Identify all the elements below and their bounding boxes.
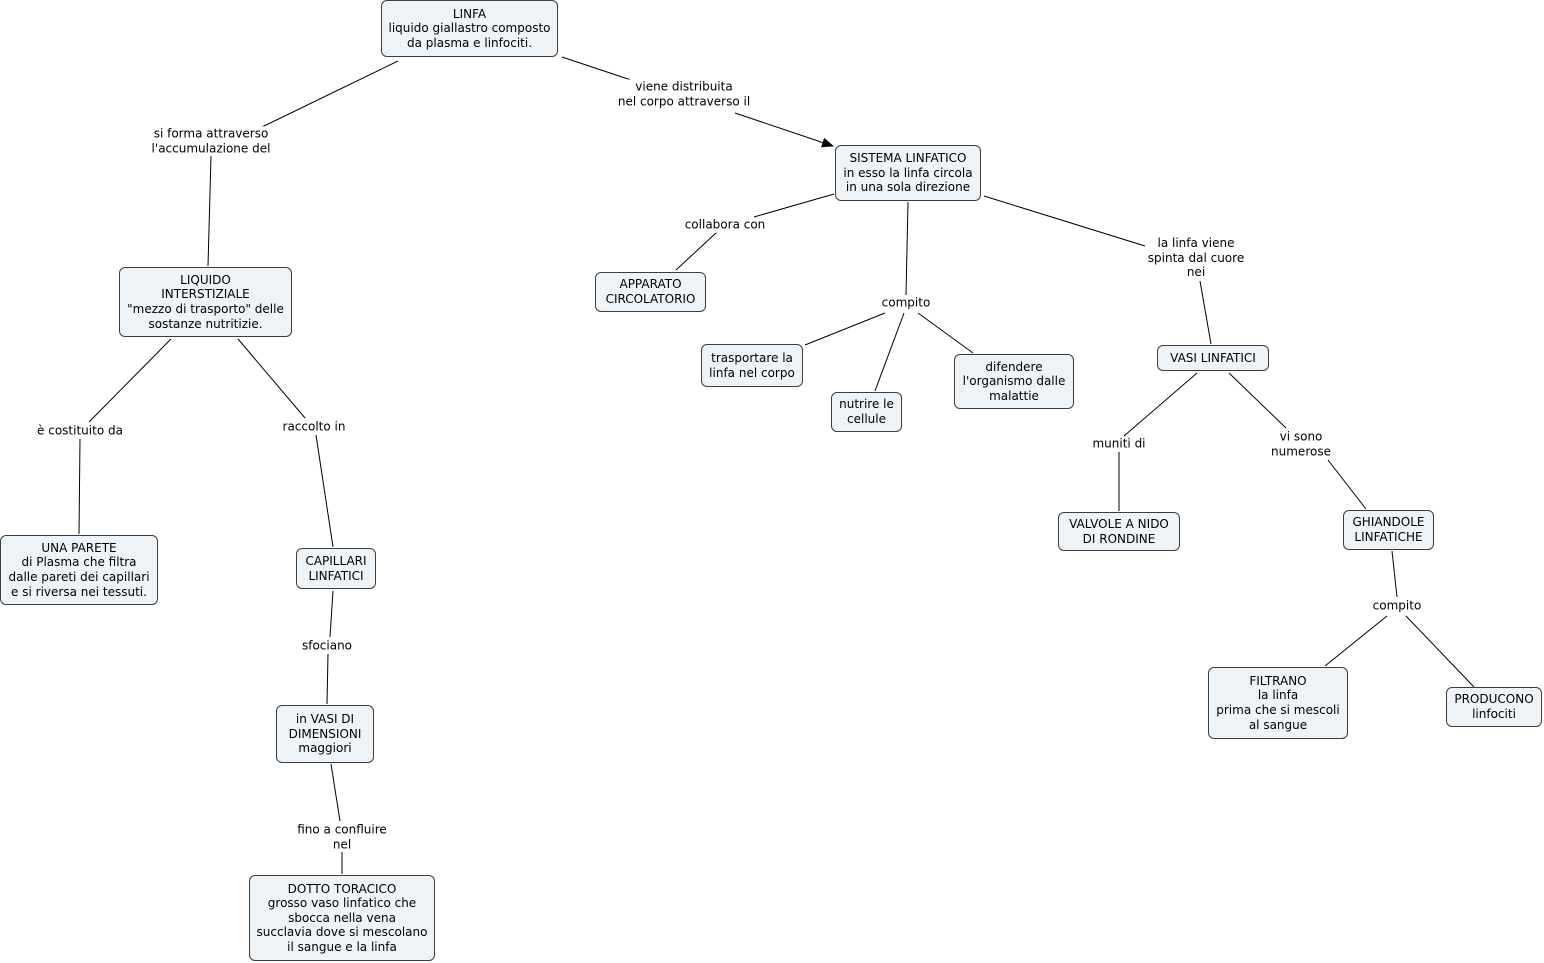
link-label-raccolto-in: raccolto in xyxy=(281,419,347,435)
edge-compito-difendere xyxy=(917,312,974,354)
edge-compito-trasportare xyxy=(804,312,886,346)
edge-costituito-parete xyxy=(78,438,81,535)
edge-sistema-compito xyxy=(905,201,909,296)
edge-sfociano-vasidim xyxy=(326,653,329,705)
link-label-costituito-da: è costituito da xyxy=(36,423,124,439)
link-label-sfociano: sfociano xyxy=(300,638,354,654)
edge-compito-producono xyxy=(1405,615,1475,688)
edge-vasi-numerose xyxy=(1228,372,1287,429)
edge-collabora-apparato xyxy=(675,231,718,271)
link-label-compito: compito xyxy=(880,295,932,311)
edge-sistema-spinta xyxy=(983,195,1146,247)
edge-raccolto-capillari xyxy=(315,434,334,548)
edge-vasidim-confluire xyxy=(330,763,341,822)
edge-linfa-distribuita xyxy=(561,56,632,81)
edge-spinta-vasi xyxy=(1199,280,1212,345)
edge-capillari-sfociano xyxy=(329,590,334,638)
edge-vasi-muniti xyxy=(1123,372,1198,437)
edge-compito-nutrire xyxy=(874,312,905,392)
edge-numerose-ghiandole xyxy=(1327,459,1367,510)
edge-distribuita-sistema xyxy=(734,112,834,148)
edge-linfa-forma xyxy=(261,60,399,128)
concept-vasi-linfatici: VASI LINFATICI xyxy=(1157,345,1269,371)
link-label-muniti-di: muniti di xyxy=(1091,436,1147,452)
link-label-compito: compito xyxy=(1371,598,1423,614)
edge-sistema-collabora xyxy=(753,193,835,218)
edge-liquido-costituito xyxy=(88,338,172,423)
edge-liquido-raccolto xyxy=(237,338,306,419)
edge-ghiandole-compito xyxy=(1391,550,1398,598)
link-label-collabora-con: collabora con xyxy=(683,217,767,233)
edge-compito-filtrano xyxy=(1324,615,1388,667)
edge-forma-liquido xyxy=(207,155,212,267)
